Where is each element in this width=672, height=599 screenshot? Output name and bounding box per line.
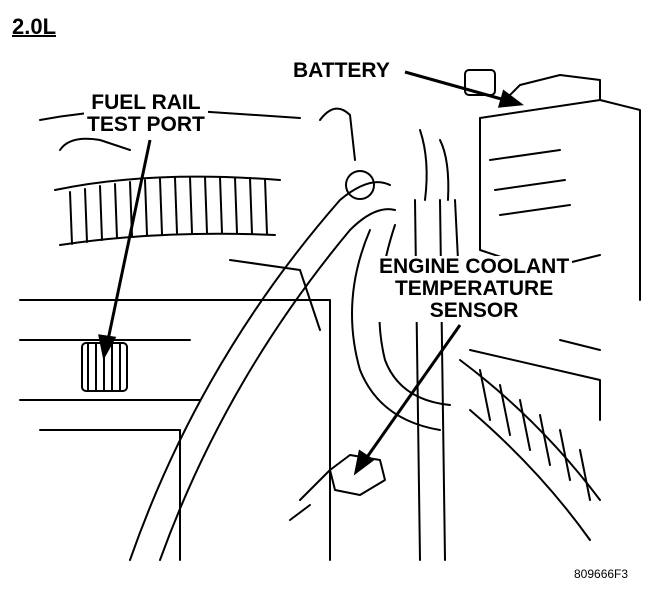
figure-id: 809666F3 <box>574 567 629 581</box>
battery-callout: BATTERY <box>290 60 393 82</box>
engine-size-label: 2.0L <box>12 14 57 39</box>
right-harness-ribs <box>479 369 591 501</box>
right-harness-bottom <box>469 409 591 541</box>
right-harness-top <box>459 359 601 501</box>
corrugated-hose-top <box>54 175 281 191</box>
ect-callout: ENGINE COOLANT TEMPERATURE SENSOR <box>376 255 573 322</box>
diagonal-tube-outer <box>129 181 391 561</box>
ect-label-line2: TEMPERATURE <box>394 277 554 300</box>
battery-outline <box>479 99 641 301</box>
diagonal-tube-inner <box>159 208 396 561</box>
hose-ribs <box>69 176 268 245</box>
ect-label-line1: ENGINE COOLANT <box>379 255 570 278</box>
battery-label: BATTERY <box>293 59 390 82</box>
center-harness-left <box>351 229 441 431</box>
fuel-rail-callout: FUEL RAIL TEST PORT <box>84 92 208 136</box>
fuel-rail-label-line2: TEST PORT <box>87 113 205 136</box>
coolant-sensor-connector <box>329 454 386 496</box>
corrugated-hose-bottom <box>59 232 276 246</box>
ect-label-line3: SENSOR <box>429 299 519 322</box>
leader-lines <box>98 70 524 476</box>
fuel-rail-label-line1: FUEL RAIL <box>91 91 201 114</box>
